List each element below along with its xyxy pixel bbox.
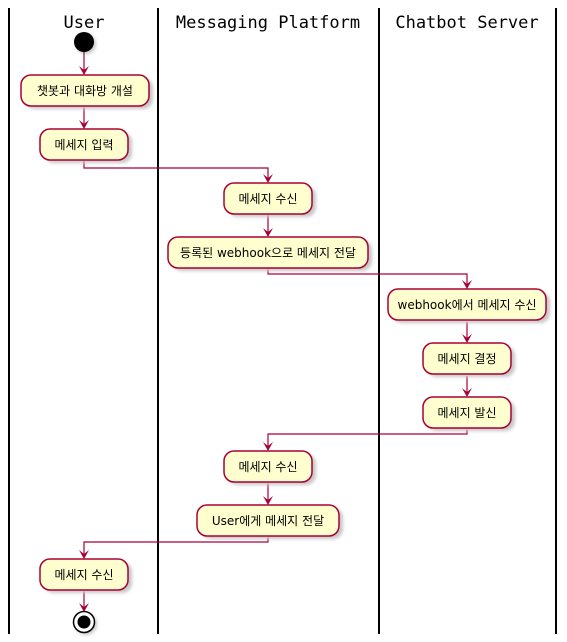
edge-a9-a10 [83, 536, 269, 557]
edge-a7-a8 [267, 428, 468, 449]
activity-node-a2: 메세지 입력 [39, 128, 132, 163]
arrow-a7-a8 [263, 442, 273, 451]
activity-node-a7: 메세지 발신 [422, 396, 515, 431]
lane-title-user: User [64, 13, 105, 33]
arrow-a2-a3 [263, 174, 273, 183]
arrow-a3-a4 [263, 228, 273, 237]
edge-a2-a3 [83, 161, 269, 181]
activity-node-a8: 메세지 수신 [223, 450, 316, 485]
activity-label: 메세지 수신 [54, 568, 113, 582]
lane-title-platform: Messaging Platform [176, 13, 360, 33]
lane-title-server: Chatbot Server [395, 13, 538, 33]
arrow-a4-a5 [462, 280, 472, 289]
activity-label: webhook에서 메세지 수신 [398, 298, 537, 312]
arrow-start-a1 [79, 66, 89, 75]
activity-label: 메세지 입력 [54, 138, 113, 152]
activity-node-a4: 등록된 webhook으로 메세지 전달 [167, 236, 372, 271]
activity-label: 메세지 수신 [238, 460, 297, 474]
activity-node-a10: 메세지 수신 [39, 558, 132, 593]
activity-label: 메세지 발신 [437, 406, 496, 420]
activity-node-a3: 메세지 수신 [223, 182, 316, 217]
activity-label: 등록된 webhook으로 메세지 전달 [180, 246, 356, 260]
start-node [74, 32, 94, 52]
arrow-a5-a6 [462, 334, 472, 343]
activity-label: User에게 메세지 전달 [212, 514, 324, 528]
activity-node-a5: webhook에서 메세지 수신 [387, 288, 550, 323]
arrow-a10-end [79, 603, 89, 612]
activity-label: 메세지 결정 [437, 352, 496, 366]
arrow-a9-a10 [79, 550, 89, 559]
activity-node-a9: User에게 메세지 전달 [196, 504, 343, 539]
end-node [72, 610, 97, 635]
activity-node-a6: 메세지 결정 [422, 342, 515, 377]
arrow-a1-a2 [79, 120, 89, 129]
activity-label: 메세지 수신 [238, 192, 297, 206]
arrow-a6-a7 [462, 388, 472, 397]
activity-node-a1: 챗봇과 대화방 개설 [20, 74, 153, 109]
activity-label: 챗봇과 대화방 개설 [37, 83, 133, 98]
arrow-a8-a9 [263, 496, 273, 505]
